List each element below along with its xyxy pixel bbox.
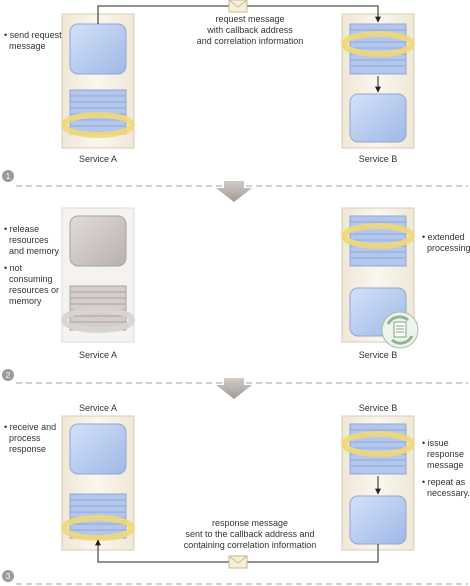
stage2-service-a-block [69, 215, 127, 267]
note-line: • issue [422, 438, 449, 448]
note-line: processing [427, 243, 470, 253]
stage3-service-a-block [69, 423, 127, 475]
stage3-service-b-label: Service B [358, 403, 398, 413]
note-line: • send request [4, 30, 62, 40]
down-arrow-2 [216, 378, 252, 399]
note-line: memory [9, 296, 42, 306]
stage1-service-b-label: Service B [358, 154, 398, 164]
note-line: message [427, 460, 464, 470]
stage3-service-b-block [349, 495, 407, 545]
note-line: • receive and [4, 422, 57, 432]
stage2-service-a-ring [61, 307, 135, 333]
step-3-number: 3 [6, 572, 11, 581]
stage1-service-a-label: Service A [78, 154, 118, 164]
note-line: resources [9, 235, 49, 245]
step-1-marker [2, 170, 14, 182]
stage2-service-b-stack [349, 215, 407, 267]
stage1-service-b-block [349, 93, 407, 143]
note-line: message [9, 41, 46, 51]
message-line: response message [211, 518, 289, 528]
stage3-service-b-ring [341, 431, 415, 457]
processing-icon [381, 311, 419, 349]
stage3-right-notes: • issue response message • repeat as nec… [422, 438, 470, 499]
note-line: • release [4, 224, 40, 234]
stage1-left-notes: • send request message [4, 30, 62, 52]
stage2-service-a-label: Service A [78, 350, 118, 360]
down-arrow-1 [216, 181, 252, 202]
message-line: request message [215, 14, 285, 24]
stage1-envelope-icon [228, 0, 248, 13]
stage1-service-b-ring [341, 31, 415, 57]
step-2-marker [2, 369, 14, 381]
stage2-service-b-ring [341, 223, 415, 249]
note-line: • extended [422, 232, 465, 242]
step-1-number: 1 [6, 172, 11, 181]
step-3-marker [2, 570, 14, 582]
note-line: and memory [9, 246, 60, 256]
stage1-service-a-ring [61, 112, 135, 138]
step-2-number: 2 [6, 371, 11, 380]
note-line: • not [4, 263, 23, 273]
note-line: • repeat as [422, 477, 466, 487]
stage3-service-a-ring [61, 515, 135, 541]
note-line: response [9, 444, 47, 454]
message-line: with callback address [207, 25, 293, 35]
note-line: necessary... [427, 488, 470, 498]
stage2-right-notes: • extended processing [422, 232, 470, 254]
note-line: consuming [9, 274, 53, 284]
message-line: containing correlation information [183, 540, 317, 550]
note-line: resources or [9, 285, 60, 295]
stage2-left-notes: • release resources and memory • not con… [4, 224, 59, 307]
stage1-service-a-block [69, 23, 127, 75]
stage3-left-notes: • receive and process response [4, 422, 56, 455]
stage3-service-a-label: Service A [78, 403, 118, 413]
stage3-envelope-icon [228, 555, 248, 569]
message-line: and correlation information [196, 36, 304, 46]
message-line: sent to the callback address and [185, 529, 315, 539]
stage3-message-text: response message sent to the callback ad… [170, 518, 330, 551]
note-line: process [9, 433, 41, 443]
note-line: response [427, 449, 465, 459]
stage2-service-b-label: Service B [358, 350, 398, 360]
stage1-message-text: request message with callback address an… [190, 14, 310, 47]
